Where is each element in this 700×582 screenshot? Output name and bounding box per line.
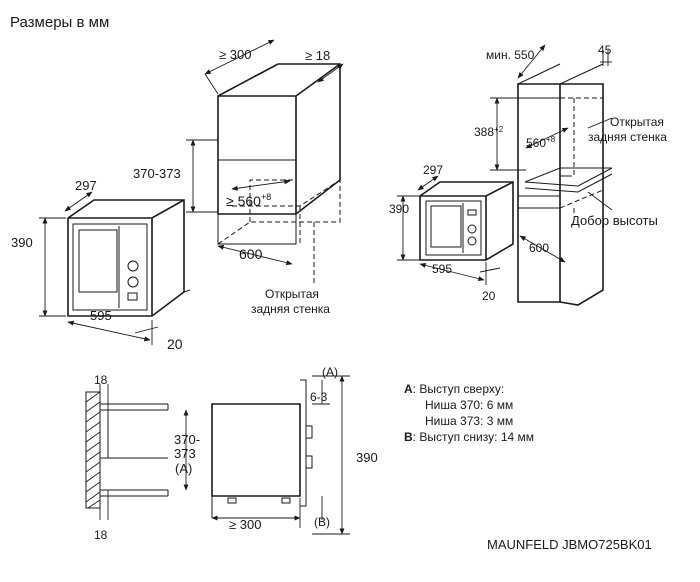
gap-bottom-label: 18: [94, 528, 108, 542]
model-name: MAUNFELD JBMO725BK01: [487, 537, 652, 552]
tall-cabinet-drawing: [517, 63, 613, 306]
niche-section-label-2: 373: [174, 446, 196, 461]
dimension-lines-microwave-right: [397, 175, 501, 285]
total-height-label: 390: [356, 450, 378, 465]
niche-section-label-3: (A): [175, 461, 192, 476]
niche-cabinet-drawing: [217, 63, 341, 284]
note-370-label: Ниша: [425, 398, 457, 412]
microwave-right-front-label: 20: [482, 289, 496, 303]
note-a-key: A: [404, 382, 413, 396]
note-niche-373: Ниша 373: 3 мм: [404, 413, 534, 429]
note-370-value: 370: [460, 398, 481, 412]
cabinet-height-label: 388+2: [474, 125, 504, 139]
gap-label: ≥ 18: [305, 48, 330, 63]
microwave-width-label: 595: [90, 308, 112, 323]
rear-wall-right-label-2: задняя стенка: [588, 130, 667, 144]
offset-label: 6-3: [310, 390, 328, 404]
cabinet-width-label: 600: [529, 241, 549, 255]
niche-height-label: 370-373: [133, 166, 181, 181]
legend-notes: A: Выступ сверху: Ниша 370: 6 мм Ниша 37…: [404, 381, 534, 445]
microwave-right-depth-label: 297: [423, 163, 443, 177]
microwave-front-label: 20: [167, 336, 183, 352]
dimension-lines-microwave-left: [39, 191, 159, 345]
rear-wall-label-2: задняя стенка: [251, 302, 330, 316]
microwave-height-label: 390: [11, 235, 33, 250]
rear-wall-right-label-1: Открытая: [610, 115, 664, 129]
note-373-text: : 3 мм: [480, 414, 514, 428]
note-a-text: : Выступ сверху:: [412, 382, 505, 396]
microwave-drawing-left: [67, 199, 191, 317]
note-b-key: B: [404, 430, 413, 444]
wall-hatching: [85, 391, 101, 509]
microwave-drawing-right: [419, 181, 514, 261]
note-370-text: : 6 мм: [480, 398, 514, 412]
mark-b-label: (B): [314, 515, 330, 529]
microwave-depth-label: 297: [75, 178, 97, 193]
microwave-right-width-label: 595: [432, 262, 452, 276]
microwave-right-height-label: 390: [389, 202, 409, 216]
side-section-left: [85, 384, 189, 520]
note-a: A: Выступ сверху:: [404, 381, 534, 397]
niche-section-label-1: 370-: [174, 432, 200, 447]
min-depth-label: мин. 550: [486, 48, 535, 62]
page-title: Размеры в мм: [10, 14, 110, 31]
niche-width-label: ≥ 300: [219, 47, 251, 62]
niche-600-label: 600: [239, 246, 263, 262]
cabinet-depth-label: 560+8: [526, 135, 556, 150]
note-373-value: 373: [460, 414, 481, 428]
mark-a-label: (A): [322, 365, 338, 379]
note-b: B: Выступ снизу: 14 мм: [404, 429, 534, 445]
dimension-lines-top-left: [186, 39, 344, 266]
note-niche-370: Ниша 370: 6 мм: [404, 397, 534, 413]
rear-wall-label-1: Открытая: [265, 287, 319, 301]
niche-depth-label: ≥ 560+8: [226, 192, 271, 209]
side-gap-label: 45: [598, 43, 612, 57]
gap-top-label: 18: [94, 373, 108, 387]
depth-section-label: ≥ 300: [229, 517, 261, 532]
side-section-right: [211, 375, 350, 535]
dimension-lines-tall-cabinet: [490, 44, 613, 263]
note-373-label: Ниша: [425, 414, 457, 428]
note-b-value: 14 мм: [500, 430, 534, 444]
shelf-label: Добор высоты: [571, 213, 658, 228]
note-b-text: : Выступ снизу:: [412, 430, 498, 444]
